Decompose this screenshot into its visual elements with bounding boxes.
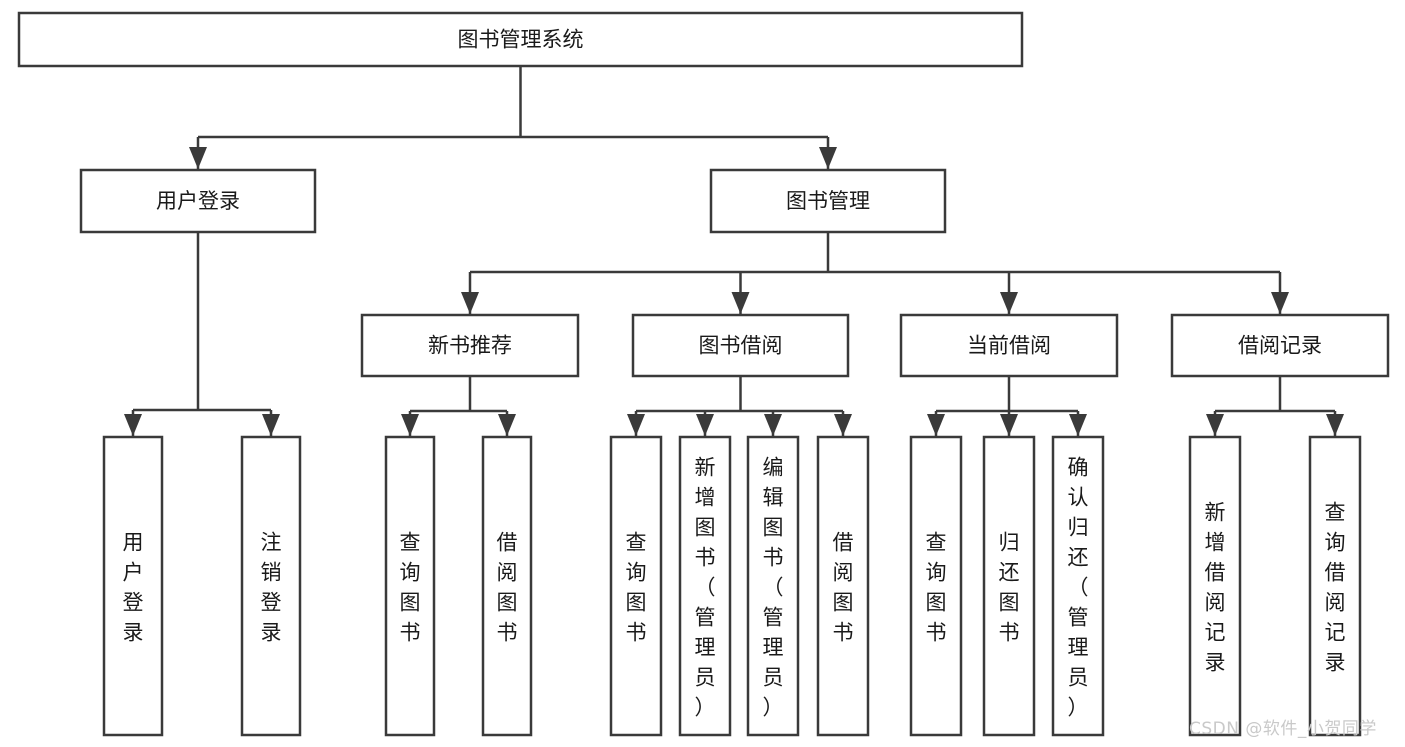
node-user-login[interactable]: 用户登录 [79,168,317,234]
node-leaf-edit-book-box [746,435,800,737]
arrow-head-icon [1000,292,1018,314]
arrow-head-icon [498,414,516,436]
arrow-head-icon [189,147,207,169]
node-leaf-edit-book-label: 编辑图书（管理员） [763,455,784,719]
arrow-head-icon [1271,292,1289,314]
node-leaf-query-book-1[interactable]: 查询图书 [384,435,436,737]
node-leaf-add-book-box [678,435,732,737]
node-leaf-confirm-return-label: 确认归还（管理员） [1068,455,1089,719]
arrow-head-icon [262,414,280,436]
node-leaf-query-book-2-box [609,435,663,737]
node-leaf-query-book-3-label: 查询图书 [926,530,947,644]
node-leaf-borrow-book-2-box [816,435,870,737]
node-book-manage[interactable]: 图书管理 [709,168,947,234]
node-leaf-user-login[interactable]: 用户登录 [102,435,164,737]
node-leaf-add-record[interactable]: 新增借阅记录 [1188,435,1242,737]
node-leaf-add-book[interactable]: 新增图书（管理员） [678,435,732,737]
node-leaf-confirm-return[interactable]: 确认归还（管理员） [1051,435,1105,737]
node-leaf-confirm-return-box [1051,435,1105,737]
node-current-borrow-label: 当前借阅 [967,334,1051,358]
arrow-head-icon [461,292,479,314]
node-leaf-borrow-book-2[interactable]: 借阅图书 [816,435,870,737]
node-user-login-label: 用户登录 [156,189,240,213]
node-leaf-query-book-2-label: 查询图书 [626,530,647,644]
csdn-watermark: CSDN @软件_小贺同学 [1189,719,1377,739]
node-book-borrow-label: 图书借阅 [699,334,783,358]
arrow-head-icon [1000,414,1018,436]
node-root-root-label: 图书管理系统 [458,28,584,52]
node-leaf-edit-book[interactable]: 编辑图书（管理员） [746,435,800,737]
node-leaf-user-login-box [102,435,164,737]
arrow-head-icon [819,147,837,169]
node-leaf-query-book-3-box [909,435,963,737]
node-new-book-rec[interactable]: 新书推荐 [360,313,580,378]
node-leaf-query-book-1-label: 查询图书 [400,530,421,644]
node-leaf-query-record-box [1308,435,1362,737]
arrow-head-icon [124,414,142,436]
node-borrow-record-box [1170,313,1390,378]
node-book-manage-box [709,168,947,234]
node-root-root-box [17,11,1024,68]
arrow-head-icon [764,414,782,436]
arrow-head-icon [1326,414,1344,436]
arrow-head-icon [731,292,750,314]
nodes-layer: 图书管理系统用户登录图书管理新书推荐图书借阅当前借阅借阅记录用户登录注销登录查询… [17,11,1390,737]
node-leaf-query-book-2[interactable]: 查询图书 [609,435,663,737]
node-leaf-user-login-label: 用户登录 [123,530,144,644]
node-current-borrow[interactable]: 当前借阅 [899,313,1119,378]
node-leaf-add-record-label: 新增借阅记录 [1205,500,1226,674]
node-leaf-return-book-box [982,435,1036,737]
node-leaf-return-book[interactable]: 归还图书 [982,435,1036,737]
node-leaf-query-record[interactable]: 查询借阅记录 [1308,435,1362,737]
node-leaf-query-book-1-box [384,435,436,737]
connectors-layer [124,66,1344,436]
node-leaf-logout-label: 注销登录 [261,530,282,644]
arrow-head-icon [927,414,945,436]
node-book-borrow[interactable]: 图书借阅 [631,313,850,378]
arrow-head-icon [1206,414,1224,436]
node-current-borrow-box [899,313,1119,378]
arrow-head-icon [627,414,645,436]
arrow-head-icon [401,414,419,436]
node-leaf-return-book-label: 归还图书 [999,530,1020,644]
node-leaf-borrow-book-1-box [481,435,533,737]
node-leaf-add-record-box [1188,435,1242,737]
node-leaf-query-book-3[interactable]: 查询图书 [909,435,963,737]
node-new-book-rec-label: 新书推荐 [428,334,512,358]
node-leaf-borrow-book-1[interactable]: 借阅图书 [481,435,533,737]
node-book-manage-label: 图书管理 [786,189,870,213]
node-book-borrow-box [631,313,850,378]
node-leaf-borrow-book-2-label: 借阅图书 [833,530,854,644]
arrow-head-icon [696,414,714,436]
node-borrow-record-label: 借阅记录 [1238,334,1322,358]
node-borrow-record[interactable]: 借阅记录 [1170,313,1390,378]
node-leaf-logout-box [240,435,302,737]
node-leaf-add-book-label: 新增图书（管理员） [695,455,716,719]
node-leaf-logout[interactable]: 注销登录 [240,435,302,737]
node-root-root[interactable]: 图书管理系统 [17,11,1024,68]
node-leaf-borrow-book-1-label: 借阅图书 [497,530,518,644]
node-leaf-query-record-label: 查询借阅记录 [1325,500,1346,674]
node-user-login-box [79,168,317,234]
arrow-head-icon [834,414,852,436]
arrow-head-icon [1069,414,1087,436]
node-new-book-rec-box [360,313,580,378]
